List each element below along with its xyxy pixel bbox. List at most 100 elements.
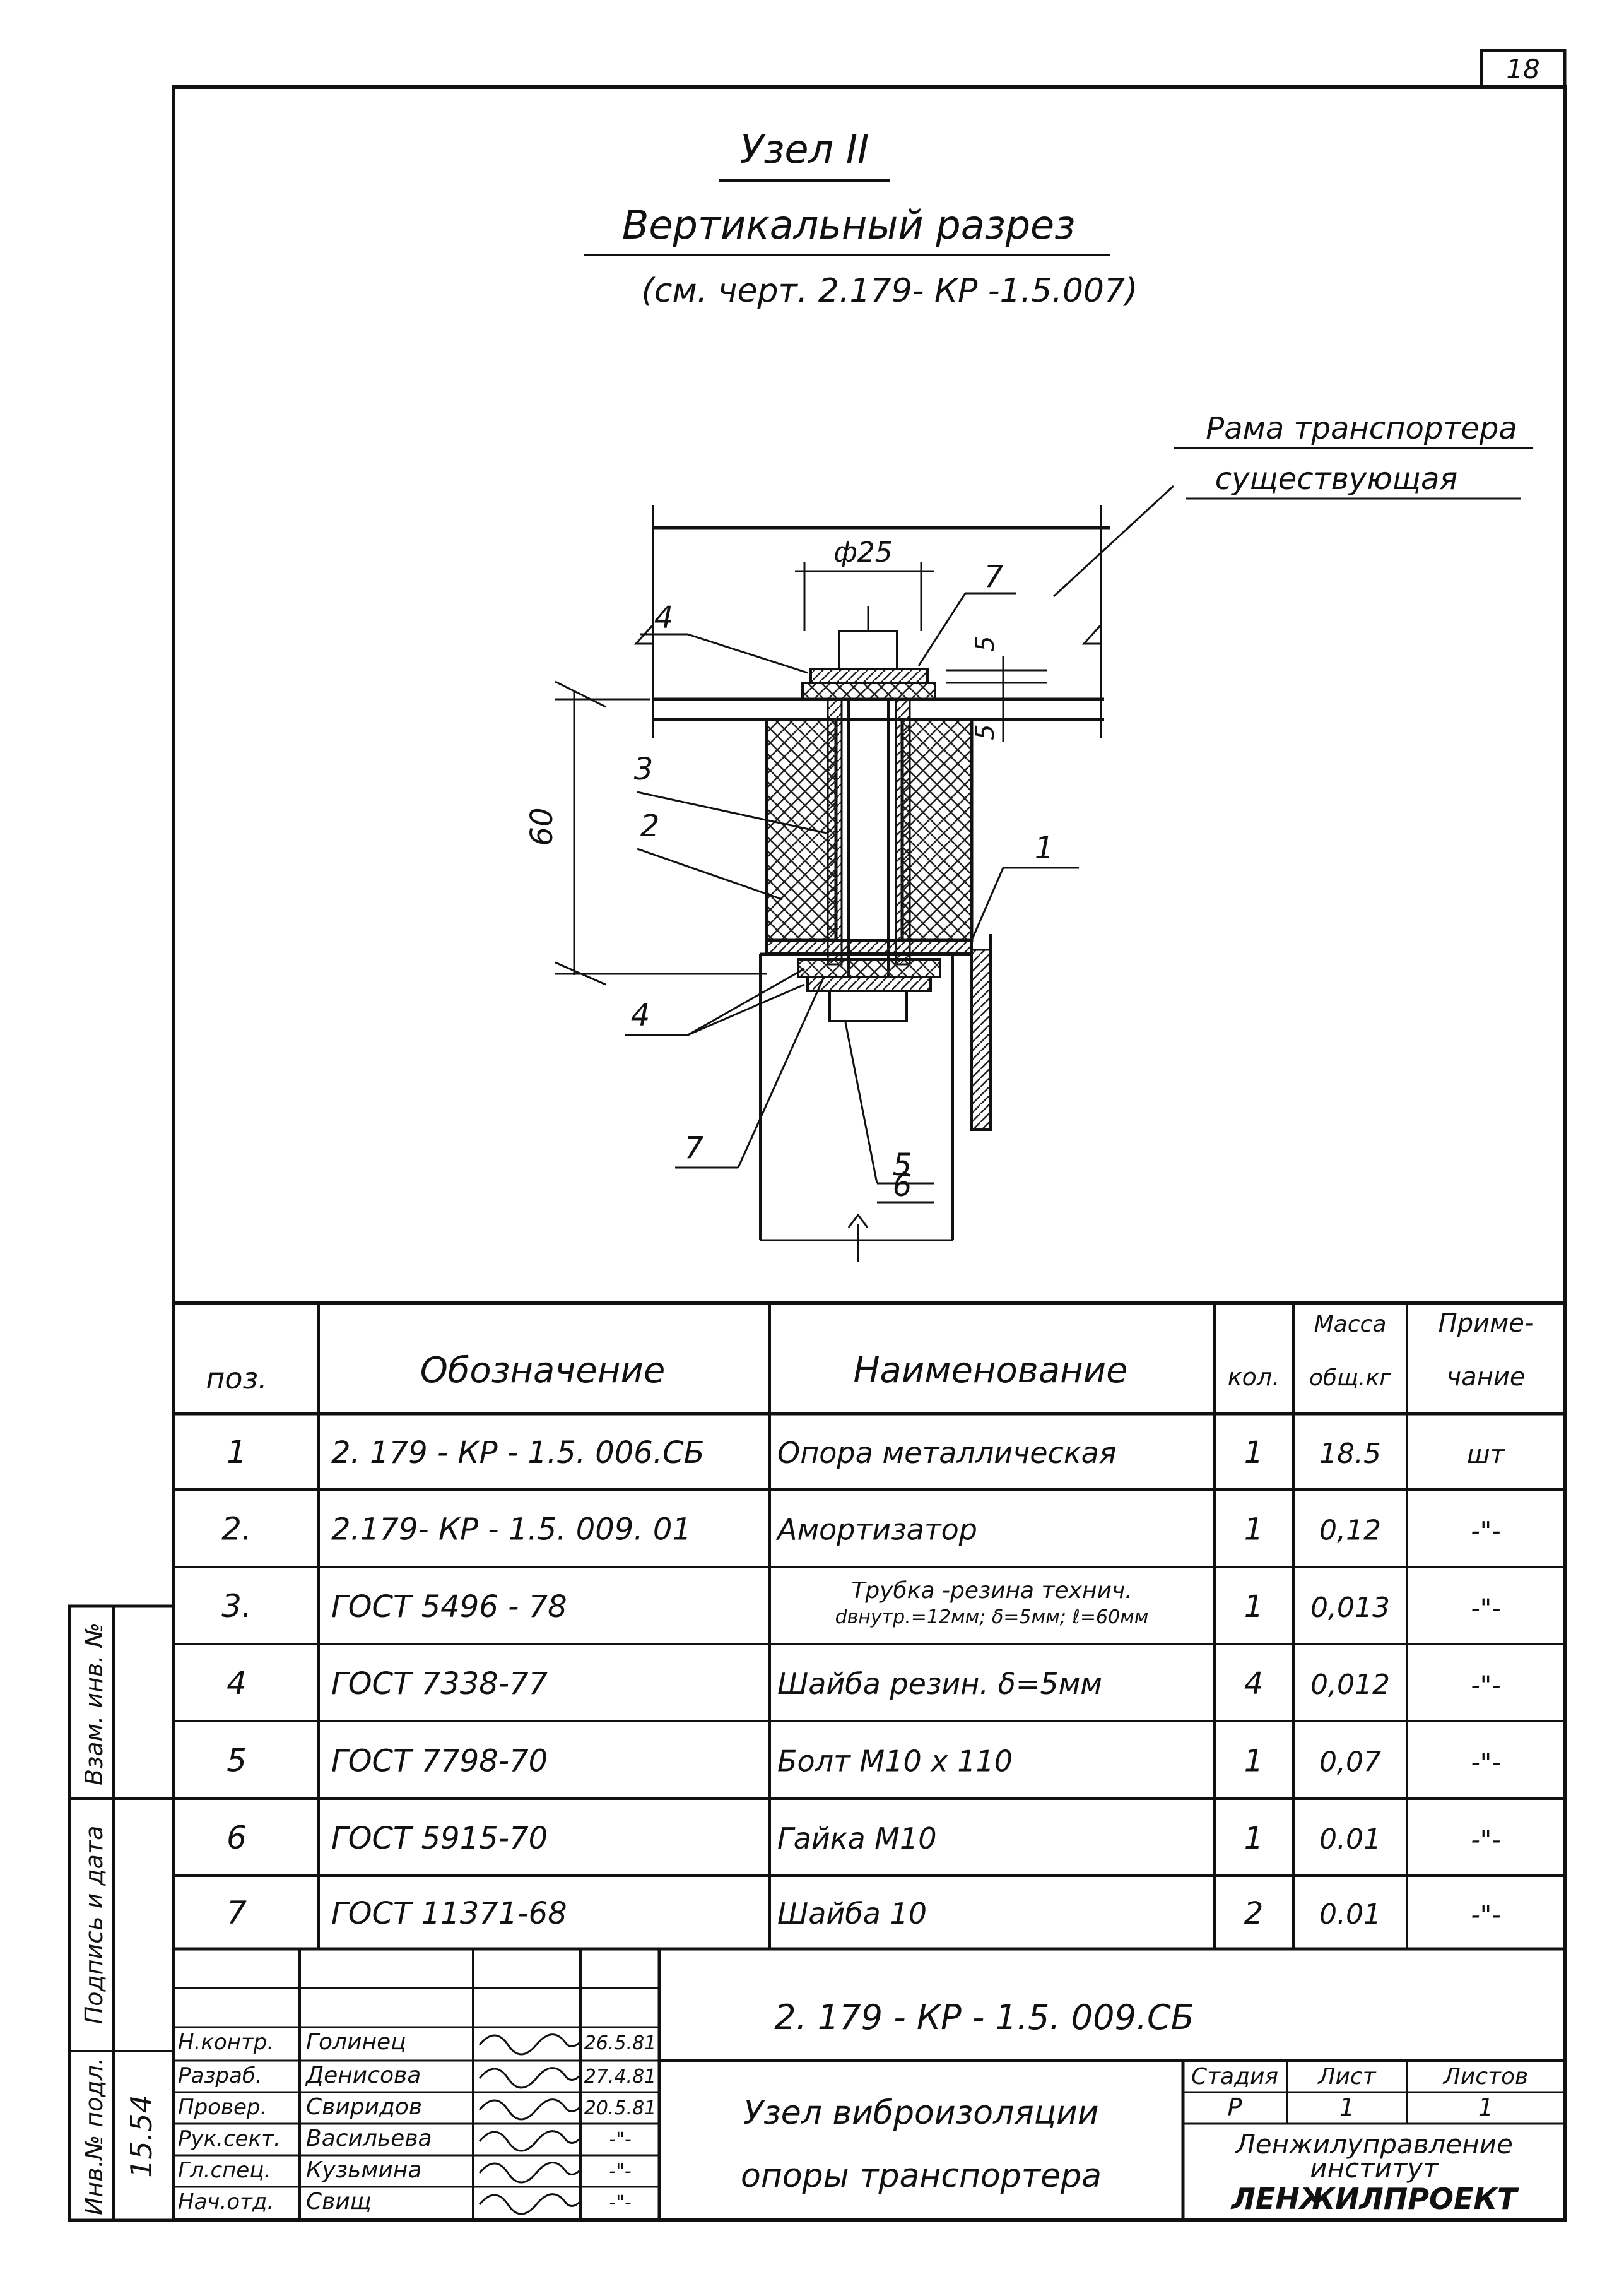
stage-label: Стадия: [1191, 2064, 1278, 2090]
org-line3: ЛЕНЖИЛПРОЕКТ: [1230, 2182, 1519, 2216]
sheet-label: Лист: [1317, 2064, 1376, 2090]
row-mass: 18.5: [1319, 1438, 1381, 1470]
stage-value: Р: [1228, 2093, 1242, 2121]
row-name: Трубка -резина технич.: [851, 1578, 1132, 1604]
row-mass: 0,07: [1319, 1746, 1381, 1778]
row-note: -"-: [1471, 1671, 1500, 1700]
row-designation: ГОСТ 7338-77: [331, 1666, 548, 1701]
callout-1: 1: [1035, 831, 1054, 866]
row-designation: ГОСТ 7798-70: [331, 1744, 548, 1779]
header-designation: Обозначение: [420, 1350, 666, 1391]
callout-7-top: 7: [984, 559, 1004, 595]
row-qty: 1: [1244, 1589, 1264, 1624]
row-qty: 2: [1244, 1896, 1264, 1931]
row-qty: 4: [1244, 1666, 1264, 1701]
callout-4-top: 4: [654, 600, 674, 636]
frame-label-line1: Рама транспортера: [1206, 411, 1517, 446]
signer-date: 20.5.81: [584, 2097, 657, 2119]
title-section: Вертикальный разрез: [622, 202, 1075, 248]
row-qty: 1: [1244, 1821, 1264, 1856]
sheet-value: 1: [1339, 2093, 1355, 2121]
sheet-number: 18: [1506, 54, 1539, 85]
signer-name: Голинец: [306, 2029, 406, 2055]
callout-3: 3: [634, 752, 654, 787]
header-note-1: Приме-: [1439, 1309, 1534, 1338]
row-pos: 1: [227, 1434, 247, 1471]
dim-diameter: ф25: [833, 536, 893, 569]
dim-5-bottom: 5: [971, 724, 1000, 740]
sheet-number-box: 18: [1480, 49, 1567, 89]
title-reference: (см. черт. 2.179- КР -1.5.007): [642, 272, 1138, 310]
signer-row: Рук.сект.Васильева-"-: [178, 2126, 632, 2152]
row-name-detail: dвнутр.=12мм; δ=5мм; ℓ=60мм: [835, 1606, 1149, 1628]
callout-2: 2: [640, 808, 660, 844]
title-block-text: 2. 179 - КР - 1.5. 009.СБ Узел виброизол…: [741, 1997, 1528, 2216]
signer-role: Провер.: [178, 2095, 267, 2120]
row-designation: ГОСТ 5496 - 78: [331, 1589, 567, 1624]
row-note: -"-: [1471, 1901, 1500, 1930]
row-mass: 0.01: [1319, 1823, 1381, 1855]
signature-mark: [478, 2130, 582, 2152]
signer-role: Н.контр.: [178, 2030, 274, 2055]
org-line2: институт: [1310, 2153, 1439, 2184]
row-name: Опора металлическая: [777, 1436, 1117, 1470]
callout-7-bottom: 7: [685, 1130, 704, 1166]
header-mass-1: Масса: [1314, 1311, 1387, 1337]
header-qty: кол.: [1228, 1363, 1280, 1391]
row-pos: 3.: [221, 1588, 252, 1624]
signer-date: 26.5.81: [584, 2032, 657, 2054]
row-pos: 7: [227, 1895, 247, 1931]
row-name: Шайба 10: [777, 1897, 927, 1931]
row-designation: 2.179- КР - 1.5. 009. 01: [331, 1512, 691, 1547]
signature-mark: [478, 2162, 582, 2184]
row-mass: 0,12: [1319, 1515, 1381, 1547]
section-drawing: [555, 485, 1175, 1262]
signer-row: Н.контр. Голинец 26.5.81: [178, 2029, 657, 2056]
drawing-frame: [172, 85, 1567, 2222]
signer-role: Разраб.: [178, 2063, 262, 2088]
row-qty: 1: [1244, 1435, 1264, 1471]
stamp-inv-original: Инв.№ подл.: [80, 2057, 108, 2215]
signer-role: Нач.отд.: [178, 2189, 274, 2215]
callout-5-bottom: 5: [893, 1147, 912, 1183]
spec-table-header: поз. Обозначение Наименование кол. Масса…: [206, 1309, 1533, 1395]
doc-code: 2. 179 - КР - 1.5. 009.СБ: [774, 1997, 1194, 2037]
sheets-label: Листов: [1442, 2064, 1528, 2090]
row-mass: 0.01: [1319, 1898, 1381, 1931]
header-name: Наименование: [853, 1350, 1127, 1391]
signer-name: Кузьмина: [306, 2157, 421, 2183]
work-title-line2: опоры транспортера: [741, 2157, 1102, 2195]
row-note: -"-: [1471, 1826, 1500, 1855]
dim-5-top: 5: [971, 636, 1000, 651]
drawing-title: Узел II Вертикальный разрез (см. черт. 2…: [584, 126, 1138, 310]
title-node: Узел II: [740, 126, 869, 172]
dim-height-60: 60: [524, 807, 560, 846]
sheets-value: 1: [1478, 2093, 1493, 2121]
header-mass-2: общ.кг: [1309, 1365, 1392, 1391]
spec-table-rows: 1 2. 179 - КР - 1.5. 006.СБ Опора металлич…: [221, 1434, 1506, 1931]
header-pos: поз.: [206, 1361, 267, 1395]
signer-row: Нач.отд.Свищ-"-: [178, 2189, 632, 2215]
signature-mark: [478, 2033, 582, 2056]
callout-4-bottom: 4: [631, 998, 650, 1033]
row-note: -"-: [1471, 1749, 1500, 1778]
org-line1: Ленжилуправление: [1234, 2129, 1513, 2160]
row-note: -"-: [1471, 1517, 1500, 1546]
table-row: 3. ГОСТ 5496 - 78 Трубка -резина технич.dв…: [221, 1578, 1500, 1628]
row-pos: 6: [227, 1820, 247, 1856]
table-row: 1 2. 179 - КР - 1.5. 006.СБ Опора металлич…: [227, 1434, 1506, 1471]
drawing-labels: Рама транспортера существующая ф25 60 5 …: [524, 411, 1533, 1204]
row-designation: 2. 179 - КР - 1.5. 006.СБ: [331, 1435, 705, 1471]
signer-name: Васильева: [306, 2126, 432, 2151]
row-name: Болт М10 х 110: [777, 1744, 1013, 1778]
stamp-sign-date: Подпись и дата: [80, 1826, 108, 2025]
frame-label-line2: существующая: [1215, 461, 1458, 497]
side-stamp: [68, 1604, 175, 2222]
signer-name: Денисова: [305, 2062, 421, 2088]
signer-date: -"-: [609, 2192, 631, 2214]
